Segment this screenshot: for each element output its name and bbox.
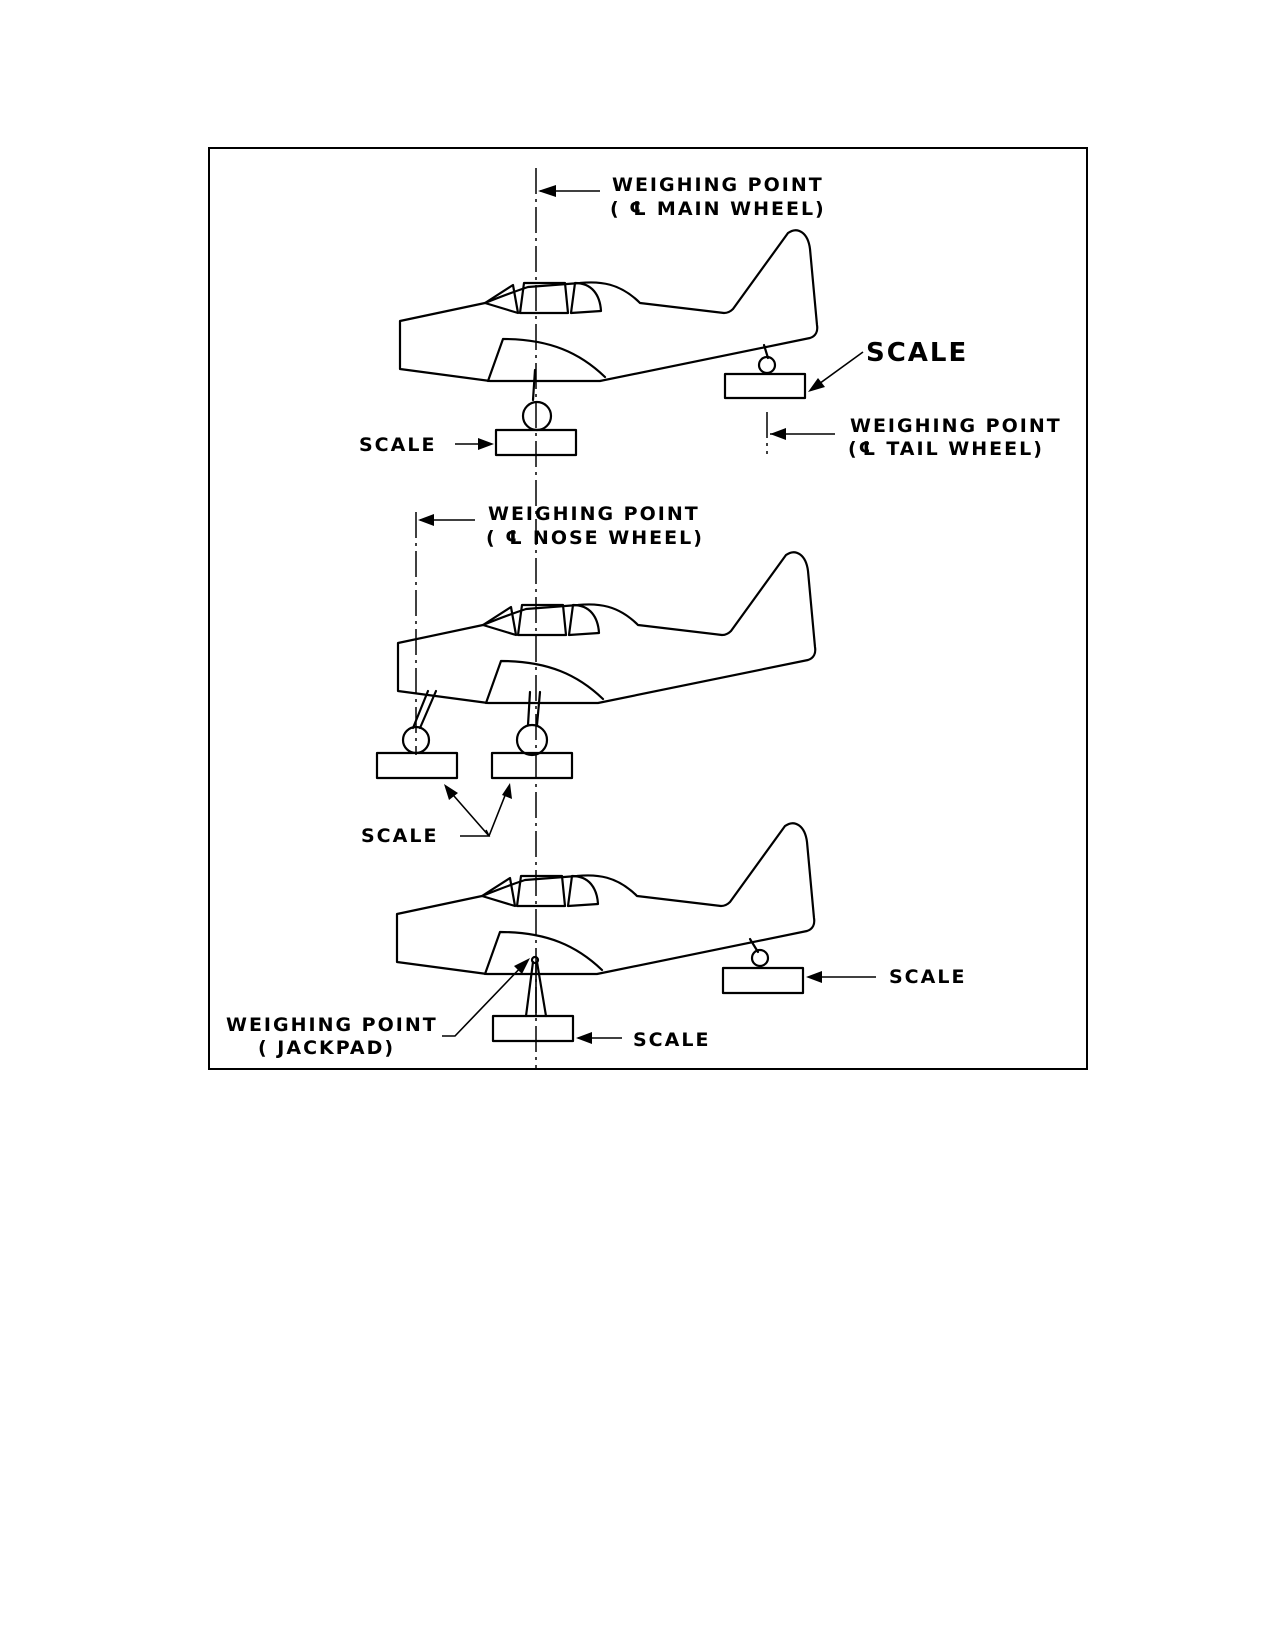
weighing-point-nose-line2: ( ℄ NOSE WHEEL) [486, 527, 704, 549]
scale-tail-label-3: SCALE [889, 966, 966, 988]
scale-tail-label-large: SCALE [866, 338, 968, 368]
scale-nose-main-label: SCALE [361, 825, 438, 847]
tail-wheel-scale-3 [721, 966, 805, 995]
weighing-point-tail-line1: WEIGHING POINT [850, 415, 1062, 437]
weighing-point-jackpad-line1: WEIGHING POINT [226, 1014, 438, 1036]
weighing-point-jackpad-line2: ( JACKPAD) [258, 1037, 395, 1059]
weighing-point-main-line1: WEIGHING POINT [612, 174, 824, 196]
airplane-nose-wheel [396, 551, 817, 757]
jackpad-scale [491, 1014, 575, 1043]
nose-wheel-scale [375, 751, 459, 780]
weighing-point-main-line2: ( ℄ MAIN WHEEL) [610, 198, 826, 220]
scale-main-label: SCALE [359, 434, 436, 456]
tail-wheel-scale [723, 372, 807, 400]
scale-jack-label: SCALE [633, 1029, 710, 1051]
airplane-jackpad [395, 822, 816, 1018]
main-wheel-scale-2 [490, 751, 574, 780]
airplane-main-tail-wheel [398, 229, 819, 432]
weighing-point-tail-line2: (℄ TAIL WHEEL) [848, 438, 1044, 460]
weighing-point-nose-line1: WEIGHING POINT [488, 503, 700, 525]
figure-frame [208, 147, 1088, 1070]
